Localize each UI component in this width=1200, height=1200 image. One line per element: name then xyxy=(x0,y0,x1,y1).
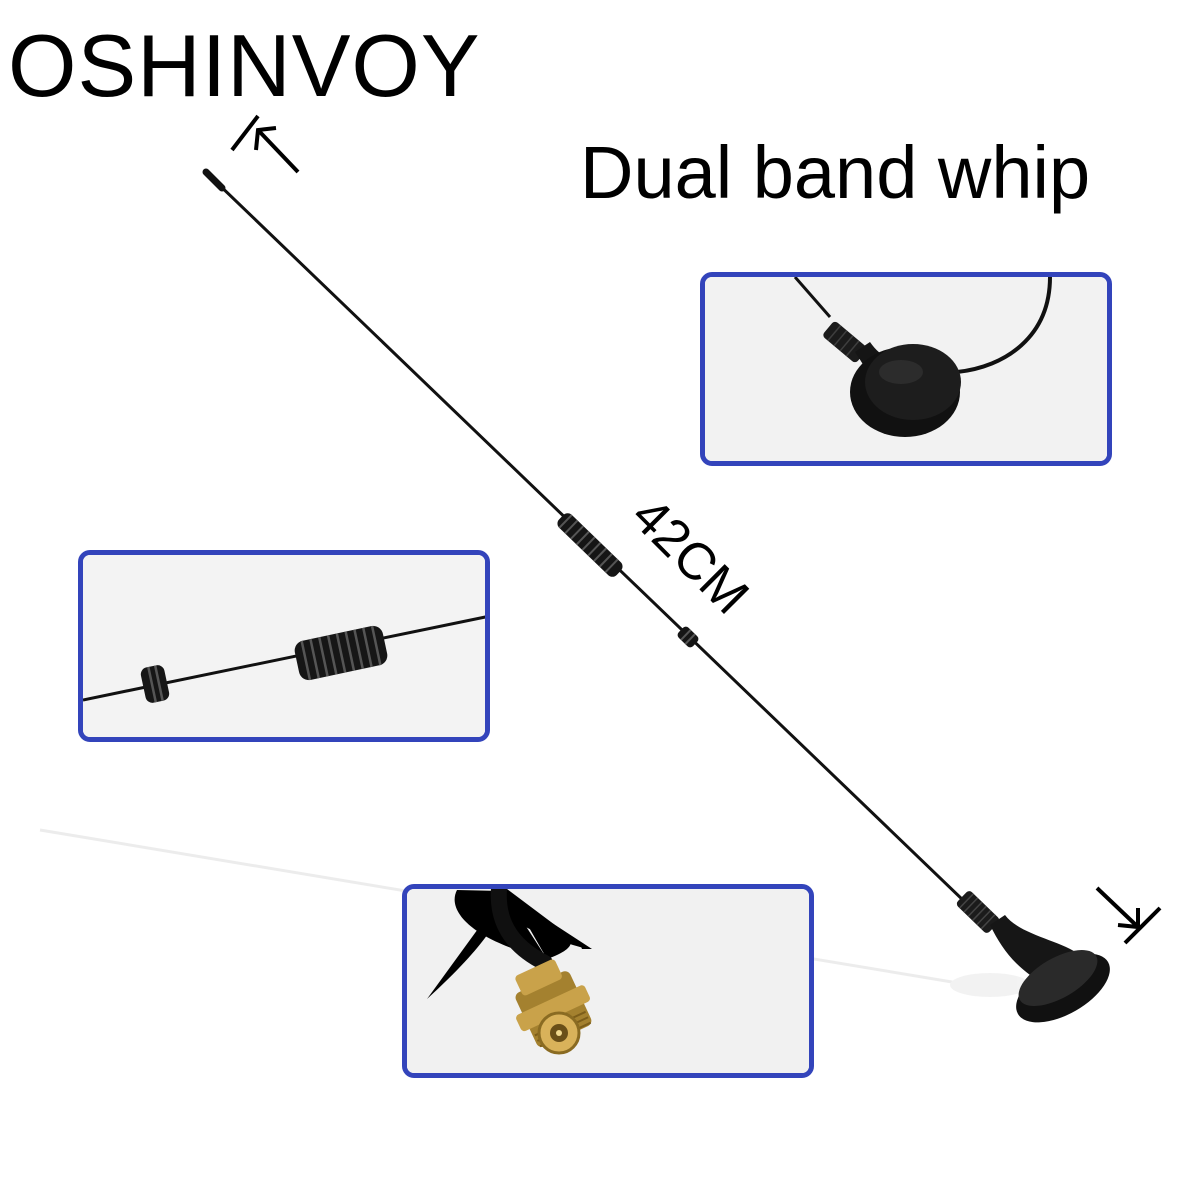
dimension-arrow-top xyxy=(230,114,300,174)
coil-inset xyxy=(78,550,490,742)
sma-connector-closeup-image xyxy=(407,889,809,1073)
product-headline: Dual band whip xyxy=(580,131,1091,214)
dimension-arrow-bottom xyxy=(1095,886,1162,945)
loading-coil xyxy=(557,513,623,577)
coil-closeup-image xyxy=(83,555,485,737)
magnetic-base-inset xyxy=(700,272,1112,466)
magnetic-base-closeup-image xyxy=(705,277,1107,461)
small-coil xyxy=(677,626,699,648)
antenna-whip xyxy=(202,168,1110,1023)
brand-name: OSHINVOY xyxy=(8,16,481,115)
connector-inset xyxy=(402,884,814,1078)
magnetic-base xyxy=(990,915,1110,1023)
antenna-collar xyxy=(956,891,1000,933)
